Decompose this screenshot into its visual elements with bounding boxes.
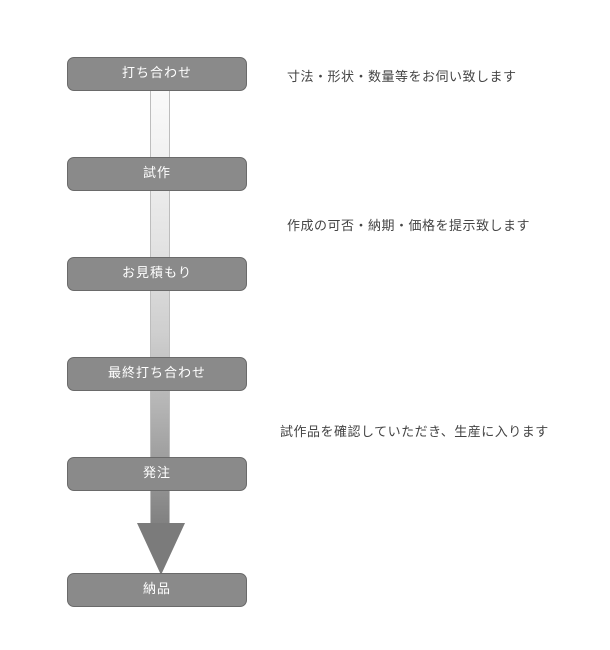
step-prototype: 試作 (67, 157, 247, 191)
note-quotation: 作成の可否・納期・価格を提示致します (287, 219, 531, 234)
step-final-meeting: 最終打ち合わせ (67, 357, 247, 391)
flow-arrow-shaft (150, 90, 170, 530)
step-meeting: 打ち合わせ (67, 57, 247, 91)
step-quotation: お見積もり (67, 257, 247, 291)
flow-arrowhead (137, 523, 185, 575)
note-final: 試作品を確認していただき、生産に入ります (280, 425, 549, 440)
note-meeting: 寸法・形状・数量等をお伺い致します (287, 70, 517, 85)
step-order: 発注 (67, 457, 247, 491)
step-delivery: 納品 (67, 573, 247, 607)
